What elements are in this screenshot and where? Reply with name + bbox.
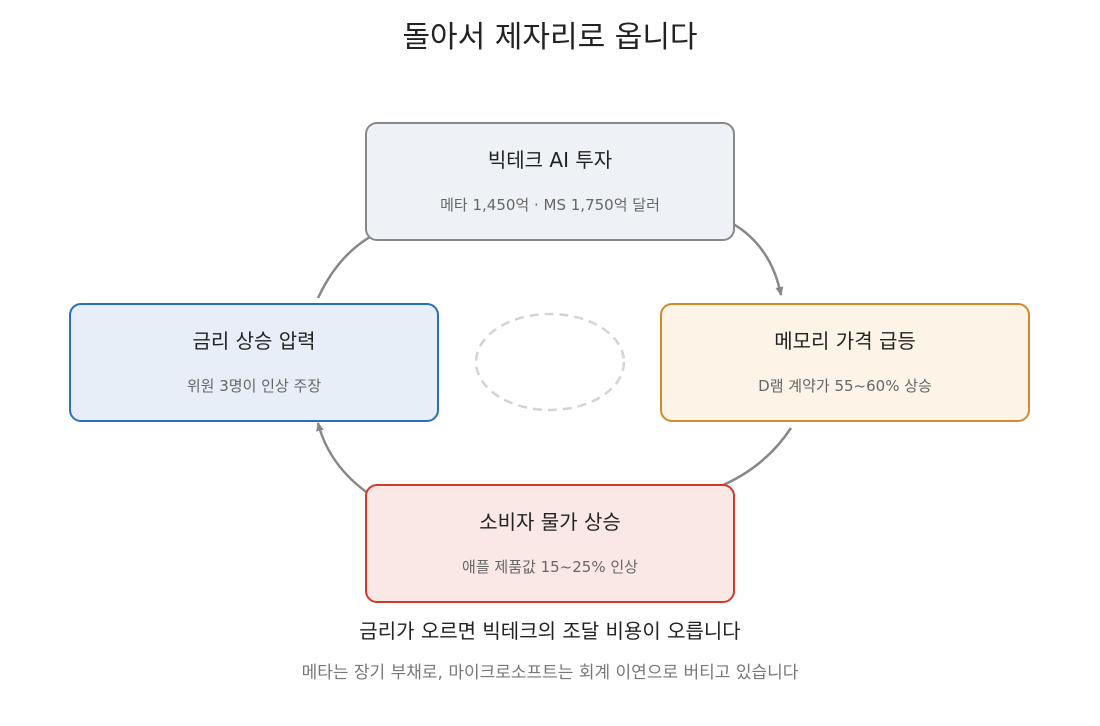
node-subtitle: 위원 3명이 인상 주장: [186, 377, 322, 395]
node-title: 메모리 가격 급등: [774, 329, 916, 353]
caption-sub: 메타는 장기 부채로, 마이크로소프트는 회계 이연으로 버티고 있습니다: [301, 663, 799, 683]
node-subtitle: 메타 1,450억 · MS 1,750억 달러: [440, 196, 660, 214]
center-cycle-ring: [474, 312, 626, 412]
node-memory-price-surge: 메모리 가격 급등 D램 계약가 55~60% 상승: [660, 303, 1030, 422]
node-subtitle: 애플 제품값 15~25% 인상: [462, 558, 638, 576]
caption-main: 금리가 오르면 빅테크의 조달 비용이 오릅니다: [359, 619, 741, 643]
node-rate-hike-pressure: 금리 상승 압력 위원 3명이 인상 주장: [69, 303, 439, 422]
node-title: 금리 상승 압력: [192, 329, 316, 353]
node-title: 소비자 물가 상승: [479, 510, 621, 534]
node-bigtech-ai-investment: 빅테크 AI 투자 메타 1,450억 · MS 1,750억 달러: [365, 122, 735, 241]
node-subtitle: D램 계약가 55~60% 상승: [758, 377, 932, 395]
diagram-title: 돌아서 제자리로 옵니다: [402, 20, 698, 55]
node-title: 빅테크 AI 투자: [487, 148, 613, 172]
node-consumer-price-rise: 소비자 물가 상승 애플 제품값 15~25% 인상: [365, 484, 735, 603]
